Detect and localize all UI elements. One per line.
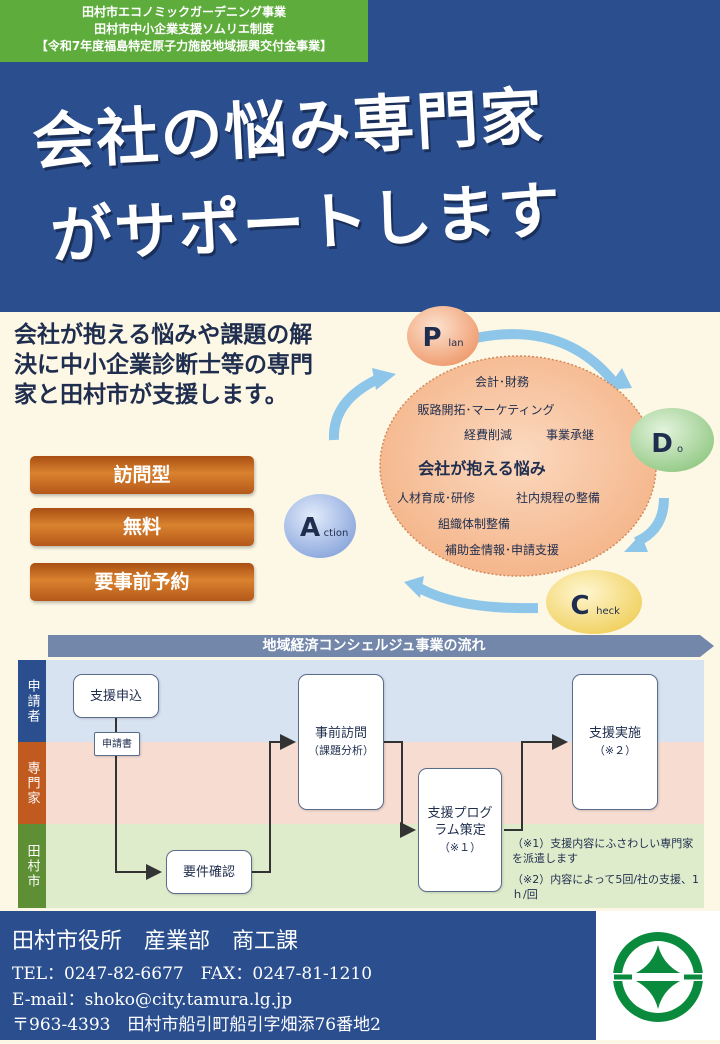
contact-office: 田村市役所 産業部 商工課 bbox=[12, 929, 299, 954]
contact-address: 〒963-4393 田村市船引町船引字畑添76番地2 bbox=[12, 1015, 381, 1035]
check-bubble bbox=[546, 570, 642, 634]
plan-bubble bbox=[407, 306, 479, 366]
plan-initial: P bbox=[422, 323, 441, 353]
check-initial: C bbox=[570, 591, 589, 621]
arrowhead-plan-do bbox=[606, 368, 632, 390]
lane-label-applicant: 申請者 bbox=[18, 660, 46, 742]
topic-regulations: 社内規程の整備 bbox=[516, 490, 600, 505]
tag-line-3: 【令和7年度福島特定原子力施設地域振興交付金事業】 bbox=[35, 39, 333, 53]
note-1: （※1）支援内容にふさわしい専門家を派遣します bbox=[512, 837, 694, 865]
arrow-check-action bbox=[413, 581, 539, 614]
do-rest: o bbox=[677, 444, 683, 455]
contact-footer: 田村市役所 産業部 商工課 TEL：0247-82-6677 FAX：0247-… bbox=[0, 911, 596, 1040]
topic-subsidy: 補助金情報･申請支援 bbox=[445, 542, 559, 557]
tag-line-2: 田村市中小企業支援ソムリエ制度 bbox=[94, 22, 274, 36]
topic-marketing: 販路開拓･マーケティング bbox=[417, 402, 554, 417]
implement-note: （※２） bbox=[593, 744, 637, 757]
note-2: （※2）内容によって5回/社の支援、1ｈ/回 bbox=[512, 873, 700, 901]
feature-visit: 訪問型 bbox=[30, 456, 254, 494]
do-initial: D bbox=[651, 429, 673, 459]
action-initial: A bbox=[300, 513, 320, 543]
program-note: （※１） bbox=[438, 840, 482, 854]
apply-box: 支援申込 bbox=[73, 674, 159, 718]
topic-organization: 組織体制整備 bbox=[438, 516, 510, 531]
lane-label-expert: 専門家 bbox=[18, 742, 46, 824]
arrowhead-action-plan bbox=[372, 368, 396, 390]
lane-label-city: 田村市 bbox=[18, 824, 46, 908]
check-rest: heck bbox=[596, 606, 620, 617]
visit-box: 事前訪問 （課題分析） bbox=[298, 674, 384, 810]
application-document: 申請書 bbox=[94, 732, 140, 756]
arrowhead-check-action bbox=[404, 576, 424, 598]
lane-city bbox=[18, 824, 704, 908]
plan-rest: lan bbox=[448, 338, 463, 349]
topic-training: 人材育成･研修 bbox=[397, 490, 475, 505]
intro-text: 会社が抱える悩みや課題の解決に中小企業診断士等の専門家と田村市が支援します。 bbox=[14, 322, 313, 408]
pdca-cycle: 会計･財務 販路開拓･マーケティング 経費削減 事業承継 会社が抱える悩み 人材… bbox=[284, 306, 714, 634]
topic-succession: 事業承継 bbox=[546, 427, 594, 442]
visit-label: 事前訪問 bbox=[314, 726, 367, 741]
do-bubble bbox=[630, 408, 714, 472]
tag-line-1: 田村市エコノミックガーデニング事業 bbox=[81, 5, 286, 19]
program-label: 支援プログラム策定 bbox=[427, 805, 493, 838]
arrow-action-plan bbox=[328, 373, 383, 441]
arrow-plan-do bbox=[475, 329, 620, 389]
visit-sub: （課題分析） bbox=[308, 744, 374, 757]
contact-tel-fax: TEL：0247-82-6677 FAX：0247-81-1210 bbox=[12, 964, 373, 984]
program-tag: 田村市エコノミックガーデニング事業 田村市中小企業支援ソムリエ制度 【令和7年度… bbox=[0, 0, 368, 62]
city-emblem-icon bbox=[610, 932, 706, 1022]
flow-title: 地域経済コンシェルジュ事業の流れ bbox=[48, 635, 714, 657]
implement-box: 支援実施 （※２） bbox=[572, 674, 658, 810]
arrowhead-do-check bbox=[624, 534, 648, 552]
center-title: 会社が抱える悩み bbox=[418, 459, 546, 478]
implement-label: 支援実施 bbox=[588, 726, 641, 741]
contact-email: E-mail：shoko@city.tamura.lg.jp bbox=[12, 990, 293, 1010]
logo-area bbox=[596, 911, 720, 1040]
confirm-box: 要件確認 bbox=[166, 850, 252, 894]
action-bubble bbox=[284, 494, 356, 558]
topic-cost-reduction: 経費削減 bbox=[464, 427, 512, 442]
action-rest: ction bbox=[324, 528, 349, 539]
feature-reservation: 要事前予約 bbox=[30, 563, 254, 601]
program-box: 支援プログラム策定 （※１） bbox=[418, 768, 502, 892]
feature-free: 無料 bbox=[30, 508, 254, 546]
topic-accounting: 会計･財務 bbox=[475, 374, 529, 389]
